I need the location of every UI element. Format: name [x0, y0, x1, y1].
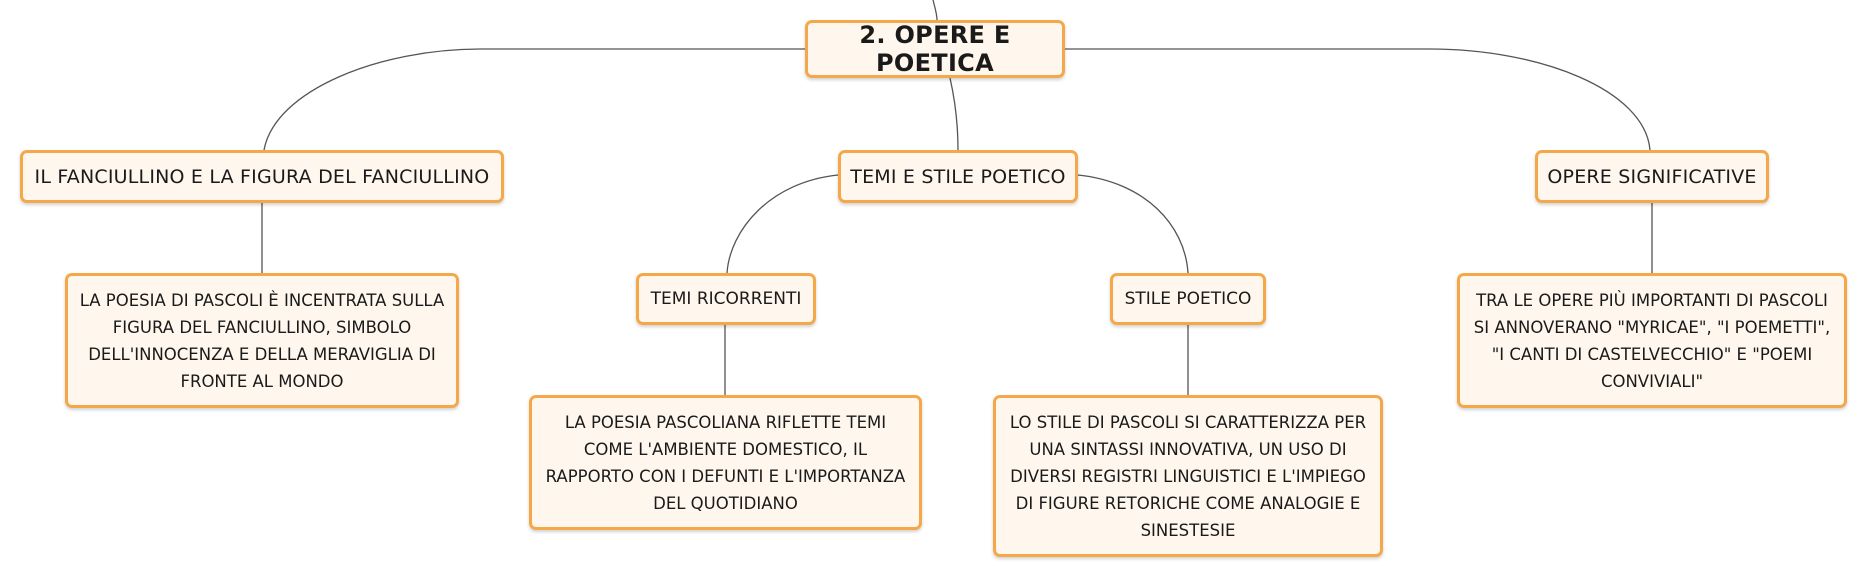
connector-temi-stile-to-stile: [1077, 174, 1189, 274]
root-label: 2. OPERE E POETICA: [859, 21, 1011, 77]
branch-opere[interactable]: OPERE SIGNIFICATIVE: [1535, 150, 1769, 203]
connector-root-to-opere: [1065, 48, 1651, 151]
sub-stile-poetico[interactable]: STILE POETICO: [1110, 273, 1266, 325]
description-fanciullino[interactable]: LA POESIA DI PASCOLI È INCENTRATA SULLA …: [65, 273, 459, 408]
connector-root-to-fanciullino: [263, 48, 805, 151]
branch-fanciullino-label: IL FANCIULLINO E LA FIGURA DEL FANCIULLI…: [34, 165, 490, 188]
description-opere[interactable]: TRA LE OPERE PIÙ IMPORTANTI DI PASCOLI S…: [1457, 273, 1847, 408]
connector-root-to-temi-stile: [949, 77, 959, 151]
sub-temi-ricorrenti[interactable]: TEMI RICORRENTI: [636, 273, 816, 325]
sub-stile-poetico-label: STILE POETICO: [1124, 289, 1252, 309]
description-temi-ricorrenti[interactable]: LA POESIA PASCOLIANA RIFLETTE TEMI COME …: [529, 395, 922, 530]
connector-parent-to-root: [932, 0, 938, 21]
description-stile-poetico-text: LO STILE DI PASCOLI SI CARATTERIZZA PER …: [1009, 412, 1367, 540]
branch-fanciullino[interactable]: IL FANCIULLINO E LA FIGURA DEL FANCIULLI…: [20, 150, 504, 203]
connector-temi-stile-to-temi: [726, 174, 839, 274]
sub-temi-ricorrenti-label: TEMI RICORRENTI: [650, 289, 802, 309]
branch-opere-label: OPERE SIGNIFICATIVE: [1547, 165, 1757, 188]
description-fanciullino-text: LA POESIA DI PASCOLI È INCENTRATA SULLA …: [79, 290, 445, 391]
description-temi-ricorrenti-text: LA POESIA PASCOLIANA RIFLETTE TEMI COME …: [545, 412, 906, 513]
description-opere-text: TRA LE OPERE PIÙ IMPORTANTI DI PASCOLI S…: [1473, 290, 1831, 391]
branch-temi-stile-label: TEMI E STILE POETICO: [850, 165, 1066, 188]
branch-temi-stile[interactable]: TEMI E STILE POETICO: [838, 150, 1078, 203]
description-stile-poetico[interactable]: LO STILE DI PASCOLI SI CARATTERIZZA PER …: [993, 395, 1383, 557]
root-node[interactable]: 2. OPERE E POETICA: [805, 20, 1065, 78]
